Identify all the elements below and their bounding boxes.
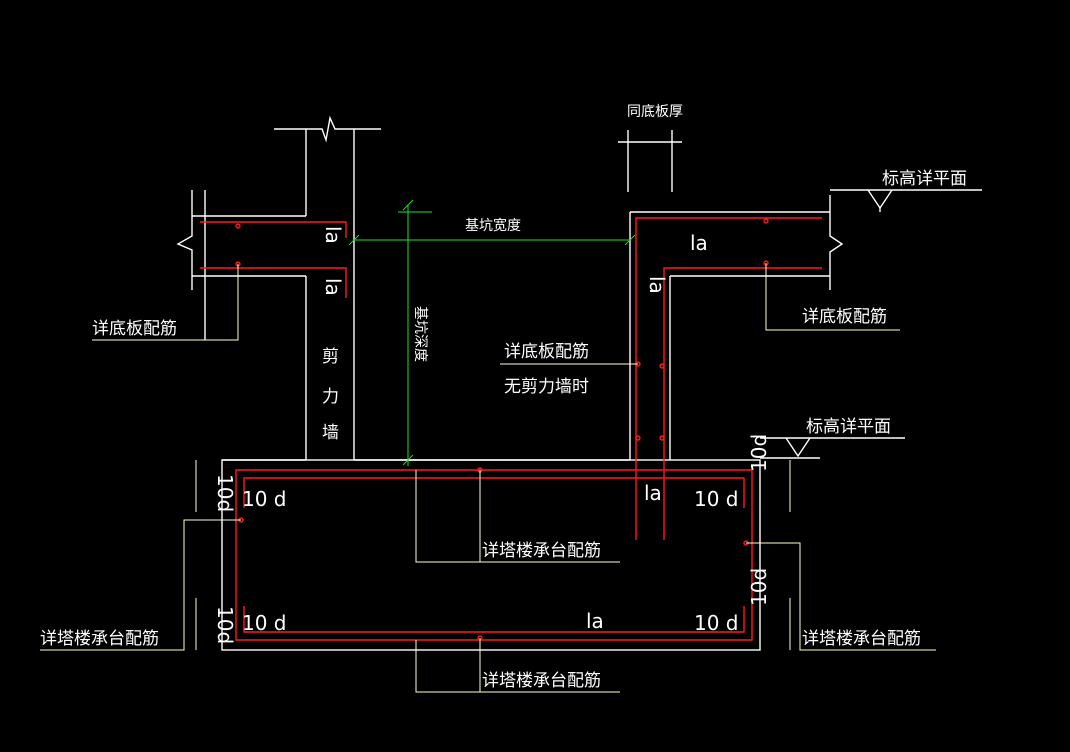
ten-d-label-vertical: 10d [747,568,771,606]
slab-rebar-center-label: 详底板配筋 [504,342,589,362]
rebar-dot [635,435,641,441]
pit-depth-tick [402,454,414,466]
rebar-dot [763,218,769,224]
elevation-symbol-mid [785,437,811,458]
pit-width-label: 基坑宽度 [465,217,521,234]
rebar [200,217,822,641]
la-label-cap: la [586,609,604,633]
cap-bottom-bar-inner [243,606,745,633]
la-label-right-slab: la [690,231,708,255]
same-slab-thickness-label: 同底板厚 [627,104,683,120]
left-slab-break [176,190,193,290]
ten-d-label: 10 d [242,611,287,635]
slab-rebar-left-label: 详底板配筋 [92,319,177,339]
la-label-left-slab-2: la [321,278,345,296]
ten-d-label-vertical: 10d [213,606,237,644]
pit-depth-label: 基坑深度 [412,306,429,362]
ten-d-label: 10 d [242,487,287,511]
labels: 同底板厚 标高详平面 标高详平面 基坑宽度 基坑深度 详底板配筋 详底板配筋 详… [40,104,967,691]
leader-slab-left [92,264,239,341]
pile-cap-rebar-left-label: 详塔楼承台配筋 [40,629,159,649]
elevation-label-mid: 标高详平面 [806,417,891,437]
rebar-dot [235,223,241,229]
pile-cap-rebar-center-label: 详塔楼承台配筋 [482,541,601,561]
pit-depth-tick [402,199,414,211]
cap-top-bar-inner [243,477,745,508]
leader-cap-bottom [415,638,481,693]
ten-d-label: 10 d [694,611,739,635]
rebar-dot [659,363,665,369]
right-slab-break [829,195,844,290]
cap-bottom-bar [235,610,753,641]
right-slab-bottom-bar [663,267,822,298]
right-slab-top-bar [635,217,822,238]
pile-cap-rebar-bottom-label: 详塔楼承台配筋 [482,671,601,691]
pile-cap-rebar-right-label: 详塔楼承台配筋 [802,629,921,649]
leader-cap-center [415,470,481,563]
no-shear-wall-label: 无剪力墙时 [504,377,589,397]
elevation-symbol-top [867,189,893,210]
left-slab-top-bar [200,221,347,238]
cap-top-bar [235,469,753,500]
shear-wall-label-3: 墙 [322,423,339,443]
la-label-right-wall-2: la [645,276,669,294]
leader-slab-right [765,263,900,331]
ten-d-label-vertical: 10d [213,474,237,512]
left-slab-bottom-bar [200,267,347,298]
leaders [40,263,936,693]
structure-outline [176,115,982,651]
dimensions [348,199,636,466]
la-label-left-slab-1: la [321,226,345,244]
shear-wall-label-1: 剪 [322,347,339,367]
pit-width-tick [348,234,360,246]
pile-cap-outline [221,459,761,651]
leader-cap-right [746,542,936,651]
shear-wall-label-2: 力 [322,387,339,407]
la-label-right-wall: la [644,481,662,505]
left-wall-top-break [274,115,381,143]
ten-d-label: 10 d [694,487,739,511]
ten-d-label-vertical: 10d [747,434,771,472]
leader-cap-left [40,519,241,651]
slab-rebar-right-label: 详底板配筋 [802,307,887,327]
elevation-label-top: 标高详平面 [882,169,967,189]
rebar-dot [659,435,665,441]
pit-width-tick [624,234,636,246]
